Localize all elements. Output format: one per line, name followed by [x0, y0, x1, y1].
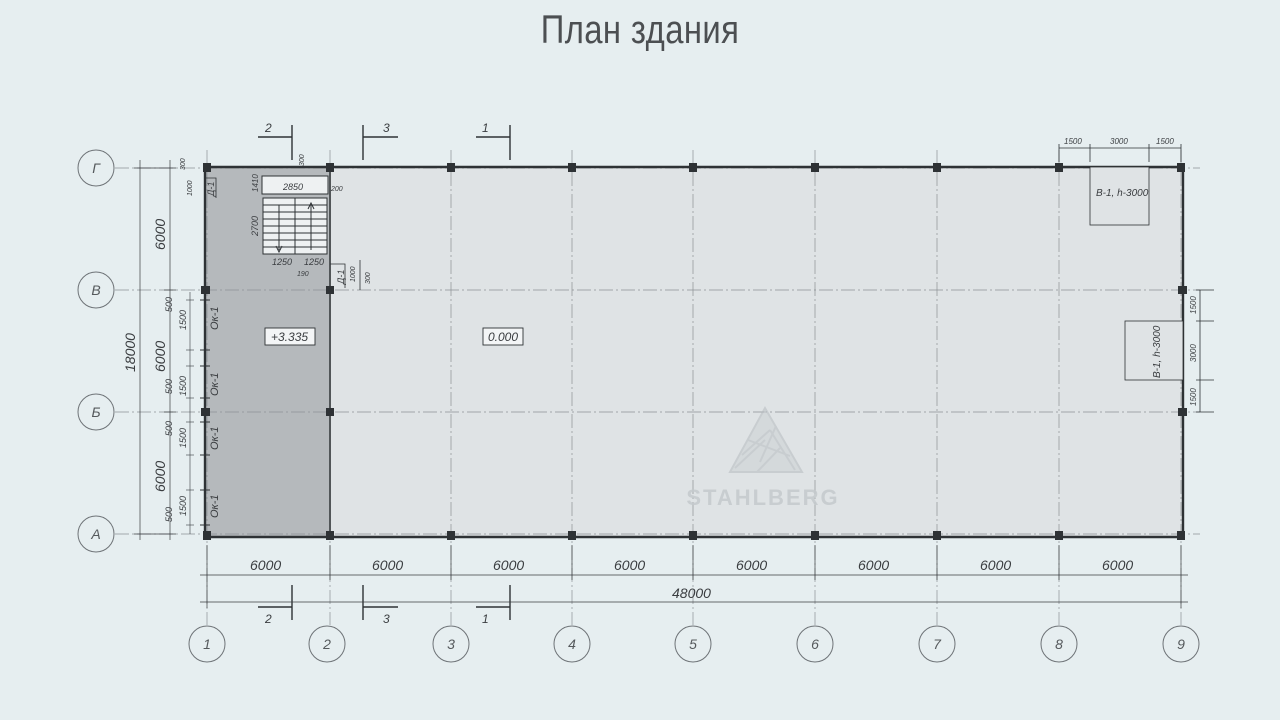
axis-letter: Г: [92, 160, 101, 176]
bay-dim: 6000: [493, 557, 524, 573]
level-mezzanine: +3.335: [271, 330, 308, 344]
section-2-bottom: 2: [264, 612, 272, 626]
columns: [201, 163, 1187, 540]
stair-dims: 2850 2700 1250 1250 1410 300 200 190: [250, 154, 343, 278]
window-label: Ок-1: [209, 306, 221, 330]
total-dim: 48000: [672, 585, 711, 601]
axis-letter: В: [91, 282, 100, 298]
axis-number: 6: [811, 636, 819, 652]
door-d1-label-2: Д-1: [336, 270, 346, 285]
bay-dim: 6000: [736, 557, 767, 573]
bay-dim: 6000: [372, 557, 403, 573]
stair-top: 1410: [251, 174, 260, 192]
door-d1-dim-2: 300: [365, 272, 372, 284]
window-dim: 500: [164, 379, 174, 394]
window-dim: 1500: [178, 496, 188, 516]
bottom-dim-texts: 6000 6000 6000 6000 6000 6000 6000 6000 …: [250, 557, 1133, 601]
stair-small3: 190: [297, 271, 309, 278]
level-floor: 0.000: [488, 330, 518, 344]
window-dim: 500: [164, 421, 174, 436]
window-dim: 500: [164, 297, 174, 312]
section-1-bottom: 1: [482, 612, 489, 626]
gate-top-label: В-1, h-3000: [1096, 188, 1149, 199]
section-3-top: 3: [383, 121, 390, 135]
axis-letter: Б: [91, 404, 100, 420]
row-dim: 6000: [152, 341, 168, 372]
window-dim: 500: [164, 507, 174, 522]
axis-number: 2: [322, 636, 331, 652]
gate-top-dim: 3000: [1110, 137, 1128, 146]
watermark: STAHLBERG: [686, 485, 839, 510]
bay-dim: 6000: [980, 557, 1011, 573]
bottom-dims: [200, 545, 1188, 608]
stair-width: 2850: [282, 182, 303, 192]
gate-top: [1058, 144, 1182, 226]
door-d1-dim-2: 1000: [350, 266, 357, 282]
axis-letter: А: [90, 526, 100, 542]
window-dims: [186, 292, 194, 534]
window-label: Ок-1: [209, 494, 221, 518]
door-d1-dim: 1000: [187, 180, 194, 196]
row-dim: 6000: [152, 219, 168, 250]
axis-bubbles-numbers: [188, 625, 1200, 663]
gate-top-dim: 1500: [1064, 137, 1082, 146]
stahlberg-logo: [728, 405, 804, 473]
door-d1-label: Д-1: [206, 182, 216, 197]
axis-number: 3: [447, 636, 455, 652]
section-3-bottom: 3: [383, 612, 390, 626]
windows-left: [200, 299, 210, 526]
section-cuts: [258, 125, 511, 620]
window-dim: 1500: [178, 428, 188, 448]
gate-right-dim: 1500: [1189, 388, 1198, 406]
stair-height: 2700: [250, 216, 260, 237]
door-d1-dim: 300: [180, 158, 187, 170]
page-title: План здания: [540, 8, 740, 52]
stair-small2: 200: [330, 186, 343, 193]
section-2-top: 2: [264, 121, 272, 135]
window-labels: Ок-1 Ок-1 Ок-1 Ок-1: [209, 306, 221, 518]
row-dim: 6000: [152, 461, 168, 492]
gate-top-dim: 1500: [1156, 137, 1174, 146]
stair: [261, 175, 329, 255]
stair-l2: 1250: [304, 257, 324, 267]
bay-dim: 6000: [1102, 557, 1133, 573]
stair-l1: 1250: [272, 257, 292, 267]
total-dim-left: 18000: [122, 333, 138, 372]
bay-dim: 6000: [250, 557, 281, 573]
axis-number: 9: [1177, 636, 1185, 652]
door-left: [205, 177, 217, 198]
gate-right-label: В-1, h-3000: [1152, 325, 1163, 378]
axis-bubbles-letters: [77, 149, 115, 553]
stair-small1: 300: [299, 154, 306, 166]
gate-right-dim: 3000: [1189, 344, 1198, 362]
window-dim: 1500: [178, 376, 188, 396]
axis-number: 8: [1055, 636, 1063, 652]
bay-dim: 6000: [858, 557, 889, 573]
axis-number: 1: [203, 636, 211, 652]
gate-right: [1124, 289, 1214, 413]
section-1-top: 1: [482, 121, 489, 135]
axis-number: 7: [933, 636, 942, 652]
hall-area: [205, 167, 1182, 537]
gate-right-dim: 1500: [1189, 296, 1198, 314]
window-dim-texts: 500 1500 500 1500 500 1500 500 1500: [164, 297, 188, 522]
window-label: Ок-1: [209, 426, 221, 450]
axis-number: 5: [689, 636, 697, 652]
axis-number: 4: [568, 636, 576, 652]
window-label: Ок-1: [209, 372, 221, 396]
left-dims: [134, 160, 176, 540]
door-right: [330, 260, 361, 290]
bay-dim: 6000: [614, 557, 645, 573]
window-dim: 1500: [178, 310, 188, 330]
